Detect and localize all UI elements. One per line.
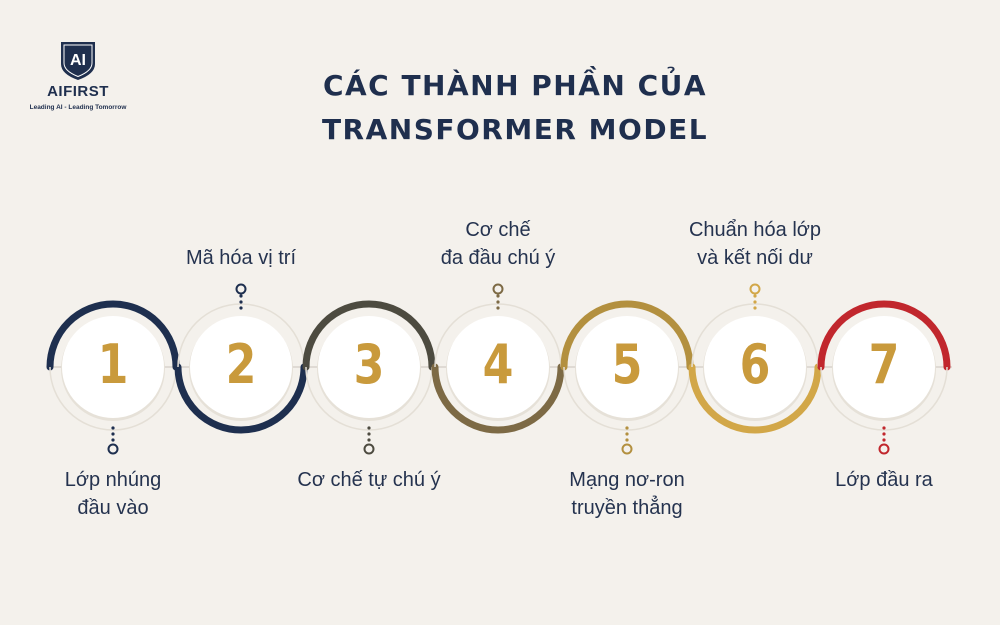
shield-logo-icon: AI	[61, 42, 95, 80]
step-3-connector-dot	[367, 432, 371, 436]
step-7-circle	[833, 316, 935, 418]
step-2-arc	[174, 363, 308, 434]
step-6-label-line: và kết nối dư	[697, 247, 813, 269]
step-5-ring-back	[563, 366, 691, 431]
page-title: CÁC THÀNH PHẦN CỦA TRANSFORMER MODEL	[230, 64, 800, 152]
step-3-label-line: Cơ chế tự chú ý	[297, 469, 441, 491]
step-5-marker	[621, 443, 633, 455]
step-4-connector-dot	[496, 294, 500, 298]
step-3-label: Cơ chế tự chú ý	[274, 466, 464, 494]
step-1-circle	[62, 316, 164, 418]
step-1-ring-back	[49, 366, 177, 431]
step-6-label: Chuẩn hóa lớp và kết nối dư	[660, 216, 850, 272]
step-6-connector-dot	[753, 300, 757, 304]
step-4-label-line: đa đầu chú ý	[440, 247, 556, 269]
step-2-connector-dot	[239, 300, 243, 304]
step-1-marker	[107, 443, 119, 455]
step-4-label-line: Cơ chế	[465, 219, 531, 241]
step-2-label-line: Mã hóa vị trí	[185, 247, 297, 269]
step-1-number: 1	[97, 333, 129, 396]
step-3-marker	[363, 443, 375, 455]
step-1-label-line: Lớp nhúng	[64, 469, 162, 491]
step-2-number: 2	[225, 333, 257, 396]
step-1-connector-dot	[111, 438, 115, 442]
step-5-connector-dot	[625, 432, 629, 436]
step-5-label-line: Mạng nơ-ron	[569, 469, 685, 491]
step-4-number: 4	[482, 333, 514, 396]
step-5-label: Mạng nơ-ron truyền thẳng	[532, 466, 722, 522]
step-7-label: Lớp đầu ra	[789, 466, 979, 494]
step-2-circle	[190, 316, 292, 418]
step-4-label: Cơ chế đa đầu chú ý	[403, 216, 593, 272]
step-6-arc	[688, 363, 822, 434]
step-6-circle	[704, 316, 806, 418]
step-7-connector-dot	[882, 438, 886, 442]
step-6-number: 6	[739, 333, 771, 396]
brand-logo: AI AIFIRST Leading AI - Leading Tomorrow	[28, 38, 128, 111]
logo-mark-text: AI	[70, 52, 86, 69]
step-2-label: Mã hóa vị trí	[146, 244, 336, 272]
step-6-label-line: Chuẩn hóa lớp	[688, 219, 822, 241]
step-5-number: 5	[611, 333, 643, 396]
step-5-arc	[560, 300, 694, 371]
step-1-label-line: đầu vào	[77, 497, 149, 519]
step-4-connector-dot	[496, 300, 500, 304]
brand-tagline: Leading AI - Leading Tomorrow	[29, 104, 127, 111]
step-7-arc	[817, 300, 951, 371]
step-4-arc	[431, 363, 565, 434]
step-2-connector-dot	[239, 306, 243, 310]
brand-name: AIFIRST	[47, 83, 109, 100]
step-7-number: 7	[868, 333, 900, 396]
step-5-connector-dot	[625, 426, 629, 430]
step-6-ring-back	[691, 303, 819, 368]
step-1-connector-dot	[111, 432, 115, 436]
step-7-marker	[878, 443, 890, 455]
step-5-label-line: truyền thẳng	[571, 497, 683, 519]
step-3-number: 3	[353, 333, 385, 396]
step-4-connector-dot	[496, 306, 500, 310]
step-6-connector-dot	[753, 294, 757, 298]
step-5-connector-dot	[625, 438, 629, 442]
step-2-connector-dot	[239, 294, 243, 298]
step-1-connector-dot	[111, 426, 115, 430]
step-4-ring-back	[434, 303, 562, 368]
step-4-marker	[492, 283, 504, 295]
step-3-connector-dot	[367, 426, 371, 430]
step-7-connector-dot	[882, 426, 886, 430]
step-1-label: Lớp nhúng đầu vào	[18, 466, 208, 522]
step-4-circle	[447, 316, 549, 418]
step-6-connector-dot	[753, 306, 757, 310]
step-1-arc	[46, 300, 180, 371]
step-7-label-line: Lớp đầu ra	[835, 469, 933, 491]
step-3-ring-back	[305, 366, 433, 431]
step-7-connector-dot	[882, 432, 886, 436]
step-3-connector-dot	[367, 438, 371, 442]
step-7-ring-back	[820, 366, 948, 431]
step-2-ring-back	[177, 303, 305, 368]
title-line-2: TRANSFORMER MODEL	[321, 113, 709, 146]
step-3-arc	[302, 300, 436, 371]
step-2-marker	[235, 283, 247, 295]
title-line-1: CÁC THÀNH PHẦN CỦA	[322, 69, 708, 102]
step-6-marker	[749, 283, 761, 295]
step-3-circle	[318, 316, 420, 418]
step-5-circle	[576, 316, 678, 418]
